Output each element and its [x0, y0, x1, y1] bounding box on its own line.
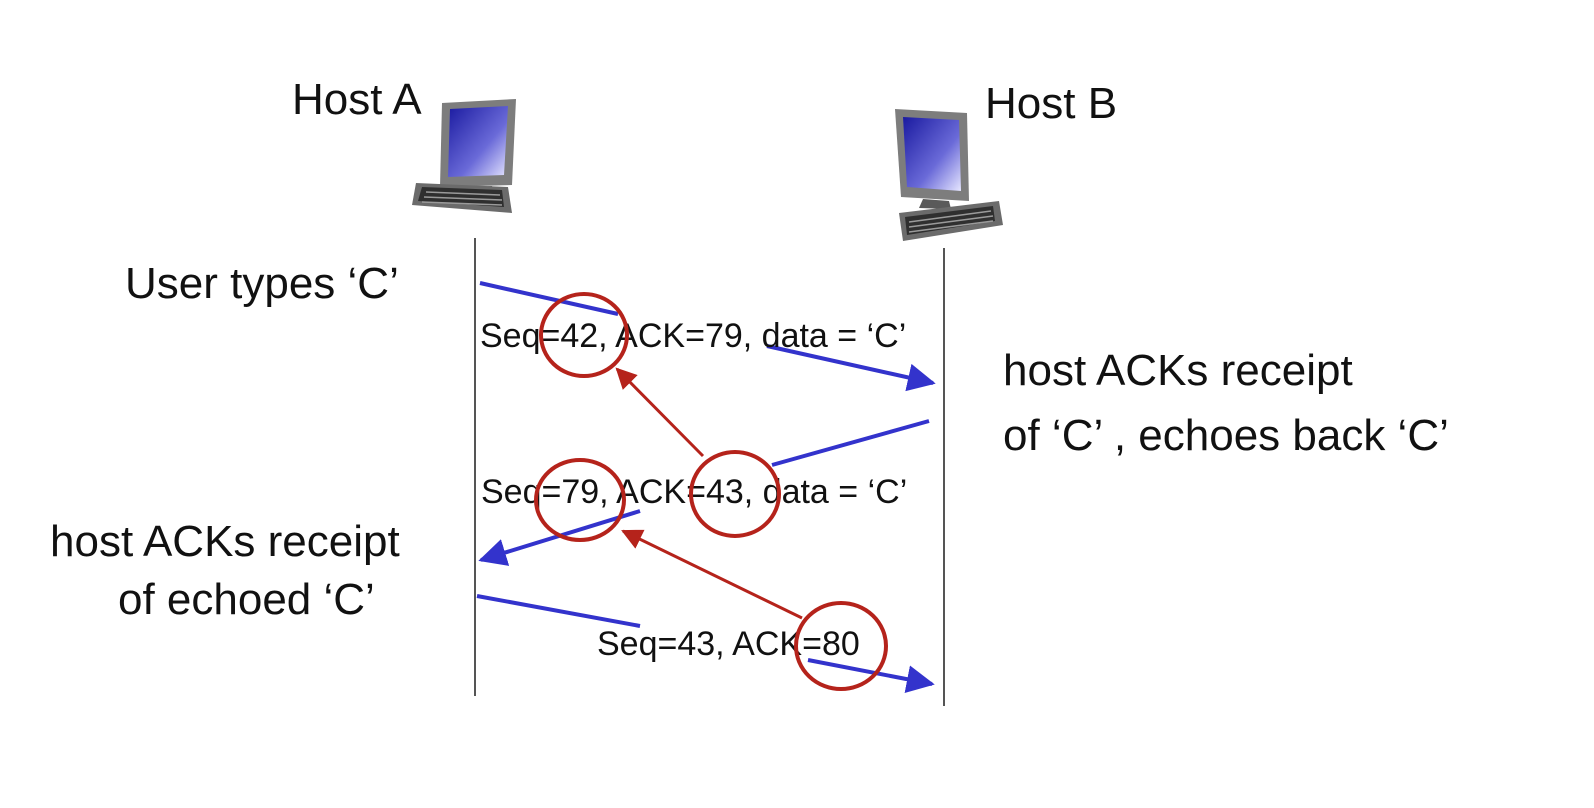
ack-43-highlight — [689, 450, 781, 538]
seq-42-highlight — [539, 292, 629, 378]
segment-3-label: Seq=43, ACK=80 — [597, 625, 860, 663]
host-b-computer-icon — [895, 109, 1003, 241]
ack-80-highlight — [794, 601, 888, 691]
host-b-label: Host B — [985, 79, 1117, 128]
segment-3-arrow-start — [476, 594, 641, 628]
host-a-ack-label-line1: host ACKs receipt — [50, 517, 400, 566]
ack43-to-seq42-arrow — [615, 367, 705, 458]
ack80-to-seq79-arrow — [621, 529, 803, 620]
host-b-ack-label-line1: host ACKs receipt — [1003, 346, 1353, 395]
segment-2-arrow-start — [771, 419, 930, 467]
host-b-ack-label-line2: of ‘C’ , echoes back ‘C’ — [1003, 411, 1449, 460]
host-a-computer-icon — [412, 99, 516, 213]
user-types-label: User types ‘C’ — [125, 259, 399, 308]
host-a-ack-label-line2: of echoed ‘C’ — [118, 575, 375, 624]
segment-3-arrow — [807, 658, 935, 693]
segment-1-arrow — [766, 344, 936, 392]
segment-1-label: Seq=42, ACK=79, data = ‘C’ — [480, 317, 906, 355]
segment-1-arrow-start — [479, 281, 619, 316]
host-a-label: Host A — [292, 75, 422, 124]
seq-79-highlight — [534, 458, 626, 542]
